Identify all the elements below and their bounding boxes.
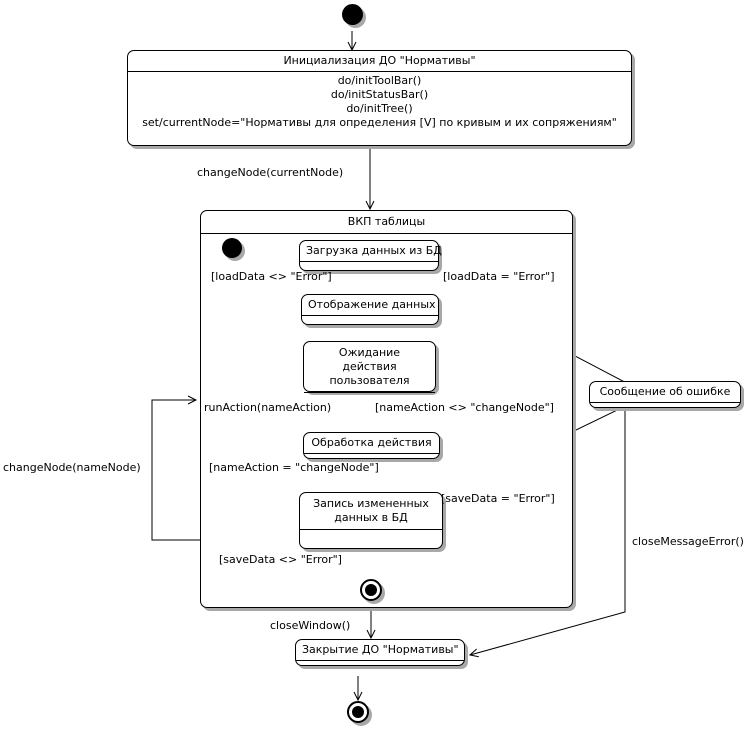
state-save-data-body — [300, 530, 442, 546]
edge-label-run-action: runAction(nameAction) — [204, 401, 332, 414]
state-show-data-title: Отображение данных — [308, 298, 436, 311]
state-process-action[interactable]: Обработка действия — [303, 432, 440, 459]
state-show-data[interactable]: Отображение данных — [301, 294, 439, 325]
state-save-data-divider — [300, 529, 442, 530]
state-error-message-divider — [590, 402, 740, 403]
state-initialization-divider — [128, 71, 631, 72]
composite-state-title: ВКП таблицы — [201, 211, 572, 234]
state-close-document-divider — [296, 660, 464, 661]
state-initialization-action-0: do/initToolBar() — [337, 74, 422, 87]
edge-label-save-data-not-error: [saveData <> "Error"] — [219, 553, 342, 566]
state-load-data-body — [300, 262, 438, 268]
edge-label-name-action-not-changenode: [nameAction <> "changeNode"] — [375, 401, 554, 414]
edge-label-close-message-error: closeMessageError() — [632, 535, 744, 548]
edge-label-change-node-name: changeNode(nameNode) — [3, 461, 141, 474]
state-wait-user-action-body — [304, 393, 435, 399]
state-initialization-action-3: set/currentNode="Нормативы для определен… — [142, 116, 617, 129]
inner-final-state-fill — [365, 584, 377, 596]
edge-label-load-data-error: [loadData = "Error"] — [443, 270, 555, 283]
state-process-action-body — [304, 454, 439, 460]
state-initialization-action-1: do/initStatusBar() — [330, 88, 429, 101]
edge-label-name-action-changenode: [nameAction = "changeNode"] — [209, 461, 379, 474]
state-save-data[interactable]: Запись измененных данных в БД — [299, 492, 443, 549]
edge-composite-self-changenode — [151, 395, 200, 541]
state-initialization-action-2: do/initTree() — [346, 102, 413, 115]
state-wait-user-action[interactable]: Ожидание действия пользователя — [303, 341, 436, 393]
edge-label-close-window: closeWindow() — [270, 619, 351, 632]
state-initialization-title: Инициализация ДО "Нормативы" — [283, 54, 476, 67]
state-process-action-divider — [304, 453, 439, 454]
state-error-message-title: Сообщение об ошибке — [599, 385, 731, 398]
state-load-data[interactable]: Загрузка данных из БД — [299, 240, 442, 271]
state-error-message[interactable]: Сообщение об ошибке — [589, 381, 741, 408]
state-load-data-divider — [300, 261, 438, 262]
final-state-fill — [352, 706, 364, 718]
initial-state-node — [342, 4, 363, 25]
state-initialization[interactable]: Инициализация ДО "Нормативы" do/initTool… — [127, 50, 632, 146]
inner-final-state-node — [360, 579, 382, 601]
edge-error-to-close — [468, 404, 626, 658]
state-load-data-title: Загрузка данных из БД — [306, 244, 442, 257]
state-close-document[interactable]: Закрытие ДО "Нормативы" — [295, 639, 465, 666]
edge-label-save-data-error: [saveData = "Error"] — [441, 492, 555, 505]
final-state-node — [347, 701, 369, 723]
state-save-data-title: Запись измененных данных в БД — [313, 497, 429, 524]
state-show-data-divider — [302, 315, 438, 316]
edge-label-change-node-current: changeNode(currentNode) — [197, 166, 344, 179]
state-show-data-body — [302, 316, 438, 322]
edge-label-load-data-not-error: [loadData <> "Error"] — [211, 270, 332, 283]
state-error-message-body — [590, 403, 740, 409]
state-initialization-body: do/initToolBar() do/initStatusBar() do/i… — [128, 72, 631, 130]
state-close-document-body — [296, 661, 464, 667]
state-process-action-title: Обработка действия — [311, 436, 432, 449]
state-wait-user-action-title: Ожидание действия пользователя — [329, 346, 410, 387]
state-close-document-title: Закрытие ДО "Нормативы" — [302, 643, 459, 656]
inner-initial-state-node — [222, 238, 242, 258]
